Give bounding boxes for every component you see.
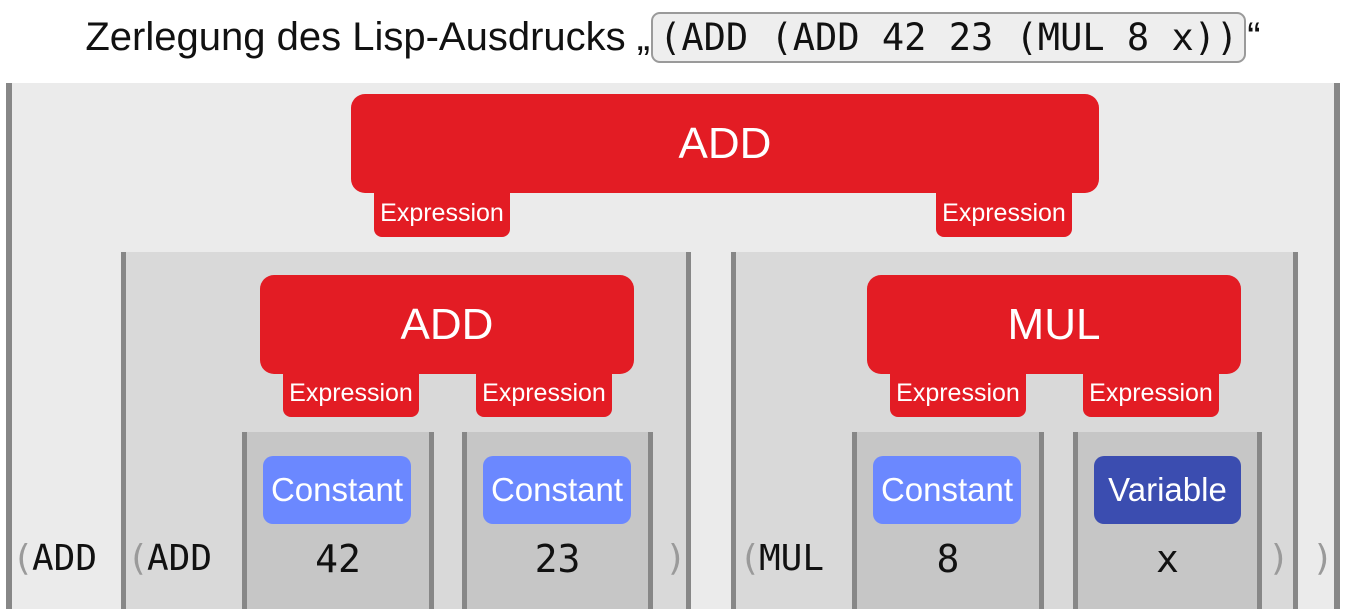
root-add-label: ADD [678, 118, 772, 168]
right-operator-token: MUL [759, 538, 825, 579]
left-add-node: ADD [260, 275, 634, 374]
left-open-paren: ( [127, 538, 149, 579]
constant-tag-23: Constant [483, 456, 631, 524]
diagram-title: Zerlegung des Lisp-Ausdrucks „(ADD (ADD … [0, 6, 1346, 68]
title-text: Zerlegung des Lisp-Ausdrucks [85, 14, 626, 59]
value-23: 23 [534, 537, 581, 581]
value-x: x [1156, 537, 1179, 581]
left-close-paren: ) [665, 538, 687, 579]
root-operator-token: ADD [32, 538, 98, 579]
value-42: 42 [315, 537, 361, 581]
right-open-paren: ( [739, 538, 761, 579]
right-mul-label: MUL [1007, 299, 1101, 349]
title-close-quote: “ [1247, 14, 1261, 59]
right-slot-1: Expression [890, 370, 1026, 417]
root-slot-right: Expression [936, 189, 1072, 237]
left-slot-1: Expression [283, 370, 419, 417]
left-slot-2: Expression [476, 370, 612, 417]
title-open-quote: „ [636, 14, 651, 59]
lisp-expression-code: (ADD (ADD 42 23 (MUL 8 x)) [651, 11, 1247, 63]
right-mul-node: MUL [867, 275, 1241, 374]
right-slot-2: Expression [1083, 370, 1219, 417]
root-add-node: ADD [351, 94, 1099, 193]
left-add-label: ADD [400, 299, 494, 349]
constant-tag-8: Constant [873, 456, 1021, 524]
root-open-paren: ( [12, 538, 34, 579]
left-operator-token: ADD [147, 538, 213, 579]
root-slot-left: Expression [374, 189, 510, 237]
root-close-paren: ) [1312, 538, 1334, 579]
constant-tag-42: Constant [263, 456, 411, 524]
variable-tag-x: Variable [1094, 456, 1241, 524]
value-8: 8 [936, 537, 960, 581]
right-close-paren: ) [1268, 538, 1290, 579]
